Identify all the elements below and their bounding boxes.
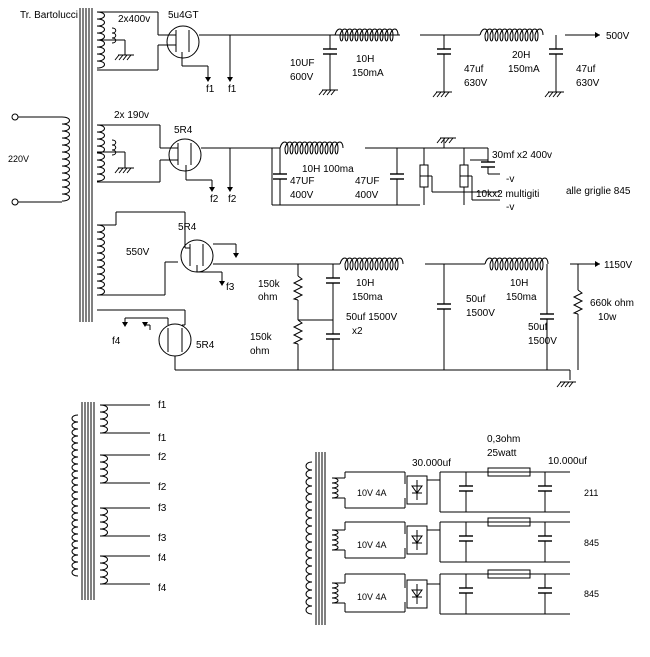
- output-500v: 500V: [606, 31, 630, 42]
- dc-supply-core: [305, 452, 326, 625]
- filament-transformer-core: [81, 402, 95, 600]
- secondary-winding-2: [96, 124, 161, 183]
- cap-4-value: 47UF: [290, 176, 314, 187]
- filter-cap-30000: 30.000uf: [412, 458, 451, 469]
- mains-terminals: [11, 113, 62, 206]
- filament-transformer-primary: [71, 414, 79, 577]
- resistor-3-value: 660k ohm: [590, 298, 634, 309]
- filter-1-components: [318, 28, 600, 98]
- dc-supply-1-rating: 10V 4A: [357, 488, 387, 498]
- output-845-a: 845: [584, 538, 599, 548]
- cap-7-count: x2: [352, 326, 363, 337]
- choke-5-current: 150ma: [506, 292, 537, 303]
- output-845-b: 845: [584, 589, 599, 599]
- filament-f1-a: f1: [158, 400, 167, 411]
- filament-f3-a: f3: [158, 503, 167, 514]
- cap-3-value: 47uf: [576, 64, 596, 75]
- tube-1-type: 5u4GT: [168, 10, 199, 21]
- choke-5-value: 10H: [510, 278, 528, 289]
- bias-destination: alle griglie 845: [566, 186, 631, 197]
- cap-1-value: 10UF: [290, 58, 314, 69]
- tube-4-filament: f4: [112, 336, 121, 347]
- cap-7-value: 50uf 1500V: [346, 312, 397, 323]
- transformer-core: [79, 8, 93, 322]
- filament-secondaries: [99, 404, 150, 585]
- dc-supply-1: [331, 467, 570, 513]
- rectifier-tube-3: [180, 239, 340, 286]
- dc-supply-2: [331, 517, 570, 563]
- choke-4-value: 10H: [356, 278, 374, 289]
- dc-supply-3: [331, 569, 570, 615]
- choke-1-current: 150mA: [352, 68, 384, 79]
- tube-1-filament-b: f1: [228, 84, 237, 95]
- choke-2-value: 20H: [512, 50, 530, 61]
- choke-4-current: 150ma: [352, 292, 383, 303]
- dropping-resistor-power: 25watt: [487, 448, 517, 459]
- resistor-2-unit: ohm: [250, 346, 269, 357]
- rectifier-tube-2: [160, 138, 280, 192]
- hv-filter-components: [293, 257, 600, 388]
- resistor-1-unit: ohm: [258, 292, 277, 303]
- cap-1-voltage: 600V: [290, 72, 314, 83]
- tube-1-filament-a: f1: [206, 84, 215, 95]
- tube-2-filament-b: f2: [228, 194, 237, 205]
- cap-5-voltage: 400V: [355, 190, 379, 201]
- primary-winding: [61, 116, 70, 202]
- cap-4-voltage: 400V: [290, 190, 314, 201]
- rectifier-tube-4: [122, 317, 570, 371]
- choke-1-value: 10H: [356, 54, 374, 65]
- filament-f4-a: f4: [158, 553, 167, 564]
- filament-f2-b: f2: [158, 482, 167, 493]
- mains-voltage: 220V: [8, 154, 29, 164]
- secondary-winding-1: [96, 11, 159, 71]
- secondary-2-voltage: 2x 190v: [114, 110, 149, 121]
- filament-f3-b: f3: [158, 533, 167, 544]
- secondary-3-voltage: 550V: [126, 247, 150, 258]
- filter-cap-10000: 10.000uf: [548, 456, 587, 467]
- cap-6-value: 30mf x2 400v: [492, 150, 552, 161]
- cap-3-voltage: 630V: [576, 78, 600, 89]
- transformer-title: Tr. Bartolucci: [20, 10, 78, 21]
- resistor-3-power: 10w: [598, 312, 617, 323]
- bias-out-neg-2: -v: [506, 202, 514, 213]
- cap-8-value: 50uf: [466, 294, 486, 305]
- resistor-2-value: 150k: [250, 332, 273, 343]
- output-1150v: 1150V: [604, 260, 633, 271]
- secondary-1-voltage: 2x400v: [118, 14, 150, 25]
- output-211: 211: [584, 488, 598, 498]
- bias-pot-value: 10kx2 multigiti: [476, 189, 539, 200]
- bias-filter-components: [271, 137, 500, 206]
- tube-2-type: 5R4: [174, 125, 193, 136]
- cap-9-voltage: 1500V: [528, 336, 557, 347]
- choke-2-current: 150mA: [508, 64, 540, 75]
- cap-5-value: 47UF: [355, 176, 379, 187]
- filament-f2-a: f2: [158, 452, 167, 463]
- cap-2-voltage: 630V: [464, 78, 488, 89]
- cap-9-value: 50uf: [528, 322, 548, 333]
- filament-f1-b: f1: [158, 433, 167, 444]
- dc-supply-3-rating: 10V 4A: [357, 592, 387, 602]
- cap-8-voltage: 1500V: [466, 308, 495, 319]
- tube-4-type: 5R4: [196, 340, 215, 351]
- dropping-resistor-value: 0,3ohm: [487, 434, 520, 445]
- dc-supply-2-rating: 10V 4A: [357, 540, 387, 550]
- bias-choke-value: 10H 100ma: [302, 164, 354, 175]
- bias-out-neg-1: -v: [506, 174, 514, 185]
- tube-3-type: 5R4: [178, 222, 197, 233]
- rectifier-tube-1: [158, 25, 400, 82]
- secondary-winding-3: [96, 211, 186, 325]
- tube-2-filament-a: f2: [210, 194, 219, 205]
- filament-f4-b: f4: [158, 583, 167, 594]
- resistor-1-value: 150k: [258, 279, 281, 290]
- tube-3-filament: f3: [226, 282, 235, 293]
- cap-2-value: 47uf: [464, 64, 484, 75]
